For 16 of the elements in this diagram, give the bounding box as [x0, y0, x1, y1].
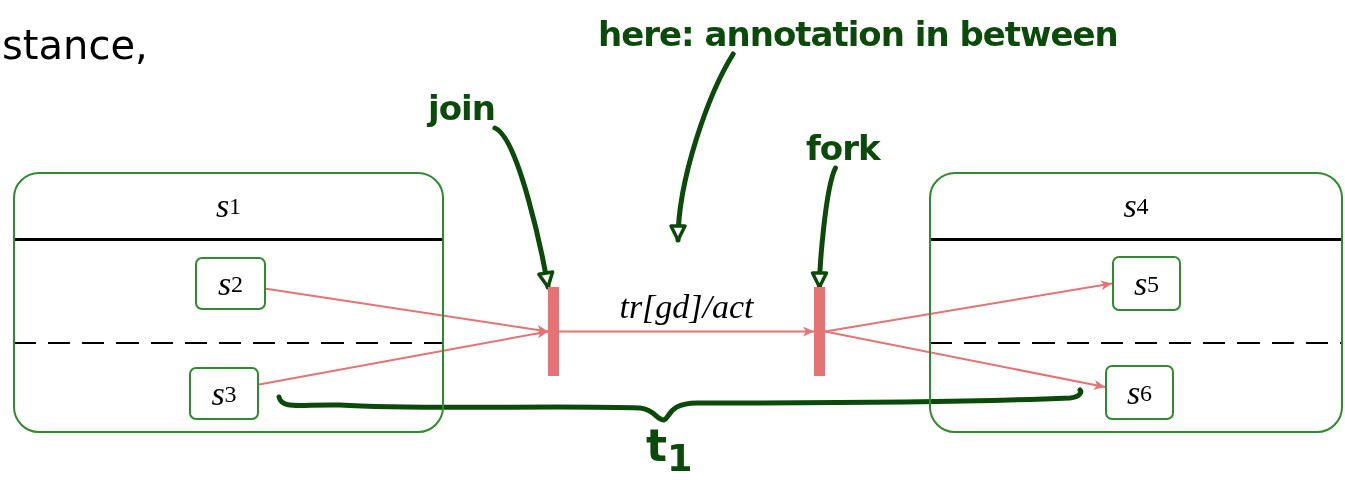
handwritten-label: t$_{1}$	[646, 420, 693, 480]
transition-arrow	[558, 326, 815, 337]
transition-arrow	[824, 280, 1113, 333]
leader-arrow	[492, 125, 555, 290]
fork-bar	[814, 287, 825, 376]
leader-arrow	[669, 51, 736, 243]
join-bar	[548, 287, 559, 376]
state-box	[929, 172, 1343, 433]
transition-arrow	[258, 328, 549, 386]
state-box	[13, 172, 444, 433]
cut-off-text: stance,	[2, 22, 148, 68]
transition-arrow	[824, 330, 1106, 390]
handwritten-note: fork	[806, 128, 880, 168]
handwritten-note: join	[428, 88, 495, 128]
leader-arrow	[811, 165, 838, 290]
handwritten-note: here: annotation in between	[598, 14, 1118, 54]
